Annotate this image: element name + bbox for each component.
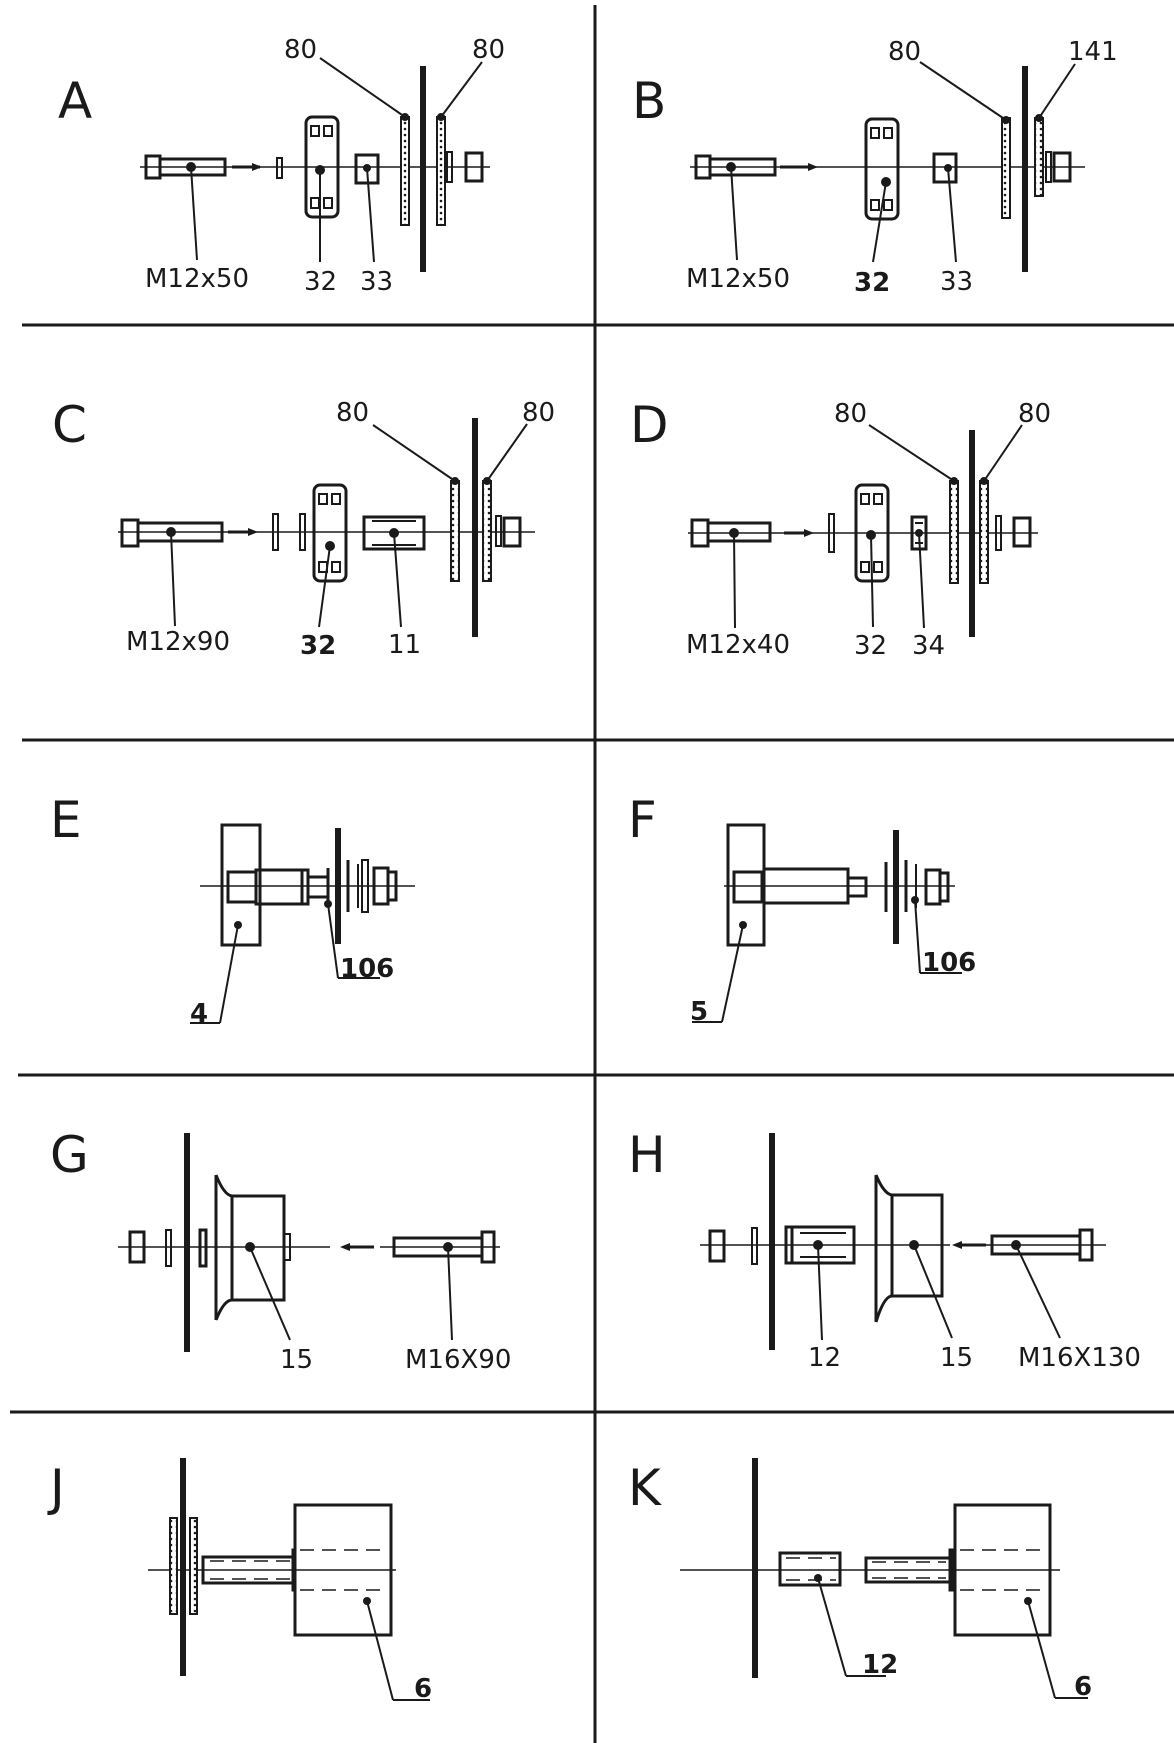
panel-c-callout-32: 32	[300, 631, 336, 661]
panel-g-callout-15: 15	[280, 1345, 313, 1375]
panel-c-callout-bolt: M12x90	[126, 627, 230, 657]
panel-a-callout-bolt: M12x50	[145, 264, 249, 294]
panel-j: J 6	[47, 1458, 432, 1704]
panel-d-callout-bolt: M12x40	[686, 630, 790, 660]
panel-f-callout-5: 5	[690, 997, 708, 1027]
panel-c-letter: C	[52, 396, 87, 454]
panel-k-callout-6: 6	[1074, 1672, 1092, 1702]
panel-j-callout-6: 6	[414, 1674, 432, 1704]
panel-b-callout-80: 80	[888, 37, 921, 67]
panel-d-callout-80-left: 80	[834, 399, 867, 429]
panel-a-callout-33: 33	[360, 267, 393, 297]
panel-a: A 80 80 M12x50	[58, 35, 505, 297]
panel-c-callout-80-right: 80	[522, 398, 555, 428]
panel-b: B 80 141 M12x50 32 33	[632, 37, 1118, 298]
panel-g-letter: G	[50, 1126, 89, 1184]
panel-d-callout-32: 32	[854, 631, 887, 661]
panel-c-callout-11: 11	[388, 630, 421, 660]
panel-f: F 106 5	[628, 791, 976, 1027]
panel-k-letter: K	[628, 1459, 662, 1517]
panel-a-callout-32: 32	[304, 267, 337, 297]
panel-e: E 106 4	[50, 791, 415, 1029]
panel-b-callout-33: 33	[940, 267, 973, 297]
panel-b-callout-32: 32	[854, 268, 890, 298]
panel-h-callout-12: 12	[808, 1343, 841, 1373]
panel-d-letter: D	[630, 396, 669, 454]
panel-b-letter: B	[632, 72, 666, 130]
panel-e-callout-4: 4	[190, 999, 208, 1029]
panel-b-callout-141: 141	[1068, 37, 1118, 67]
panel-a-letter: A	[58, 72, 92, 130]
panel-k: K 12 6	[628, 1458, 1092, 1702]
panel-k-callout-12: 12	[862, 1650, 898, 1680]
panel-d: D 80 80 M12x40 32 34	[630, 396, 1051, 661]
panel-f-letter: F	[628, 791, 657, 849]
panel-d-callout-34: 34	[912, 631, 945, 661]
panel-j-letter: J	[47, 1459, 65, 1517]
panel-a-callout-80-left: 80	[284, 35, 317, 65]
panel-d-callout-80-right: 80	[1018, 399, 1051, 429]
panel-g: G 15 M16X90	[50, 1126, 511, 1375]
panel-h-letter: H	[628, 1126, 666, 1184]
panel-f-callout-106: 106	[922, 948, 976, 978]
panel-h: H 12 15 M16X130	[628, 1126, 1141, 1373]
panel-e-callout-106: 106	[340, 954, 394, 984]
panel-b-callout-bolt: M12x50	[686, 264, 790, 294]
panel-c-callout-80-left: 80	[336, 398, 369, 428]
panel-c: C 80 80 M12x90 32 11	[52, 396, 555, 661]
panel-grid	[10, 5, 1174, 1743]
panel-g-callout-bolt: M16X90	[405, 1345, 511, 1375]
panel-a-callout-80-right: 80	[472, 35, 505, 65]
panel-e-letter: E	[50, 791, 82, 849]
panel-h-callout-bolt: M16X130	[1018, 1343, 1141, 1373]
panel-h-callout-15: 15	[940, 1343, 973, 1373]
